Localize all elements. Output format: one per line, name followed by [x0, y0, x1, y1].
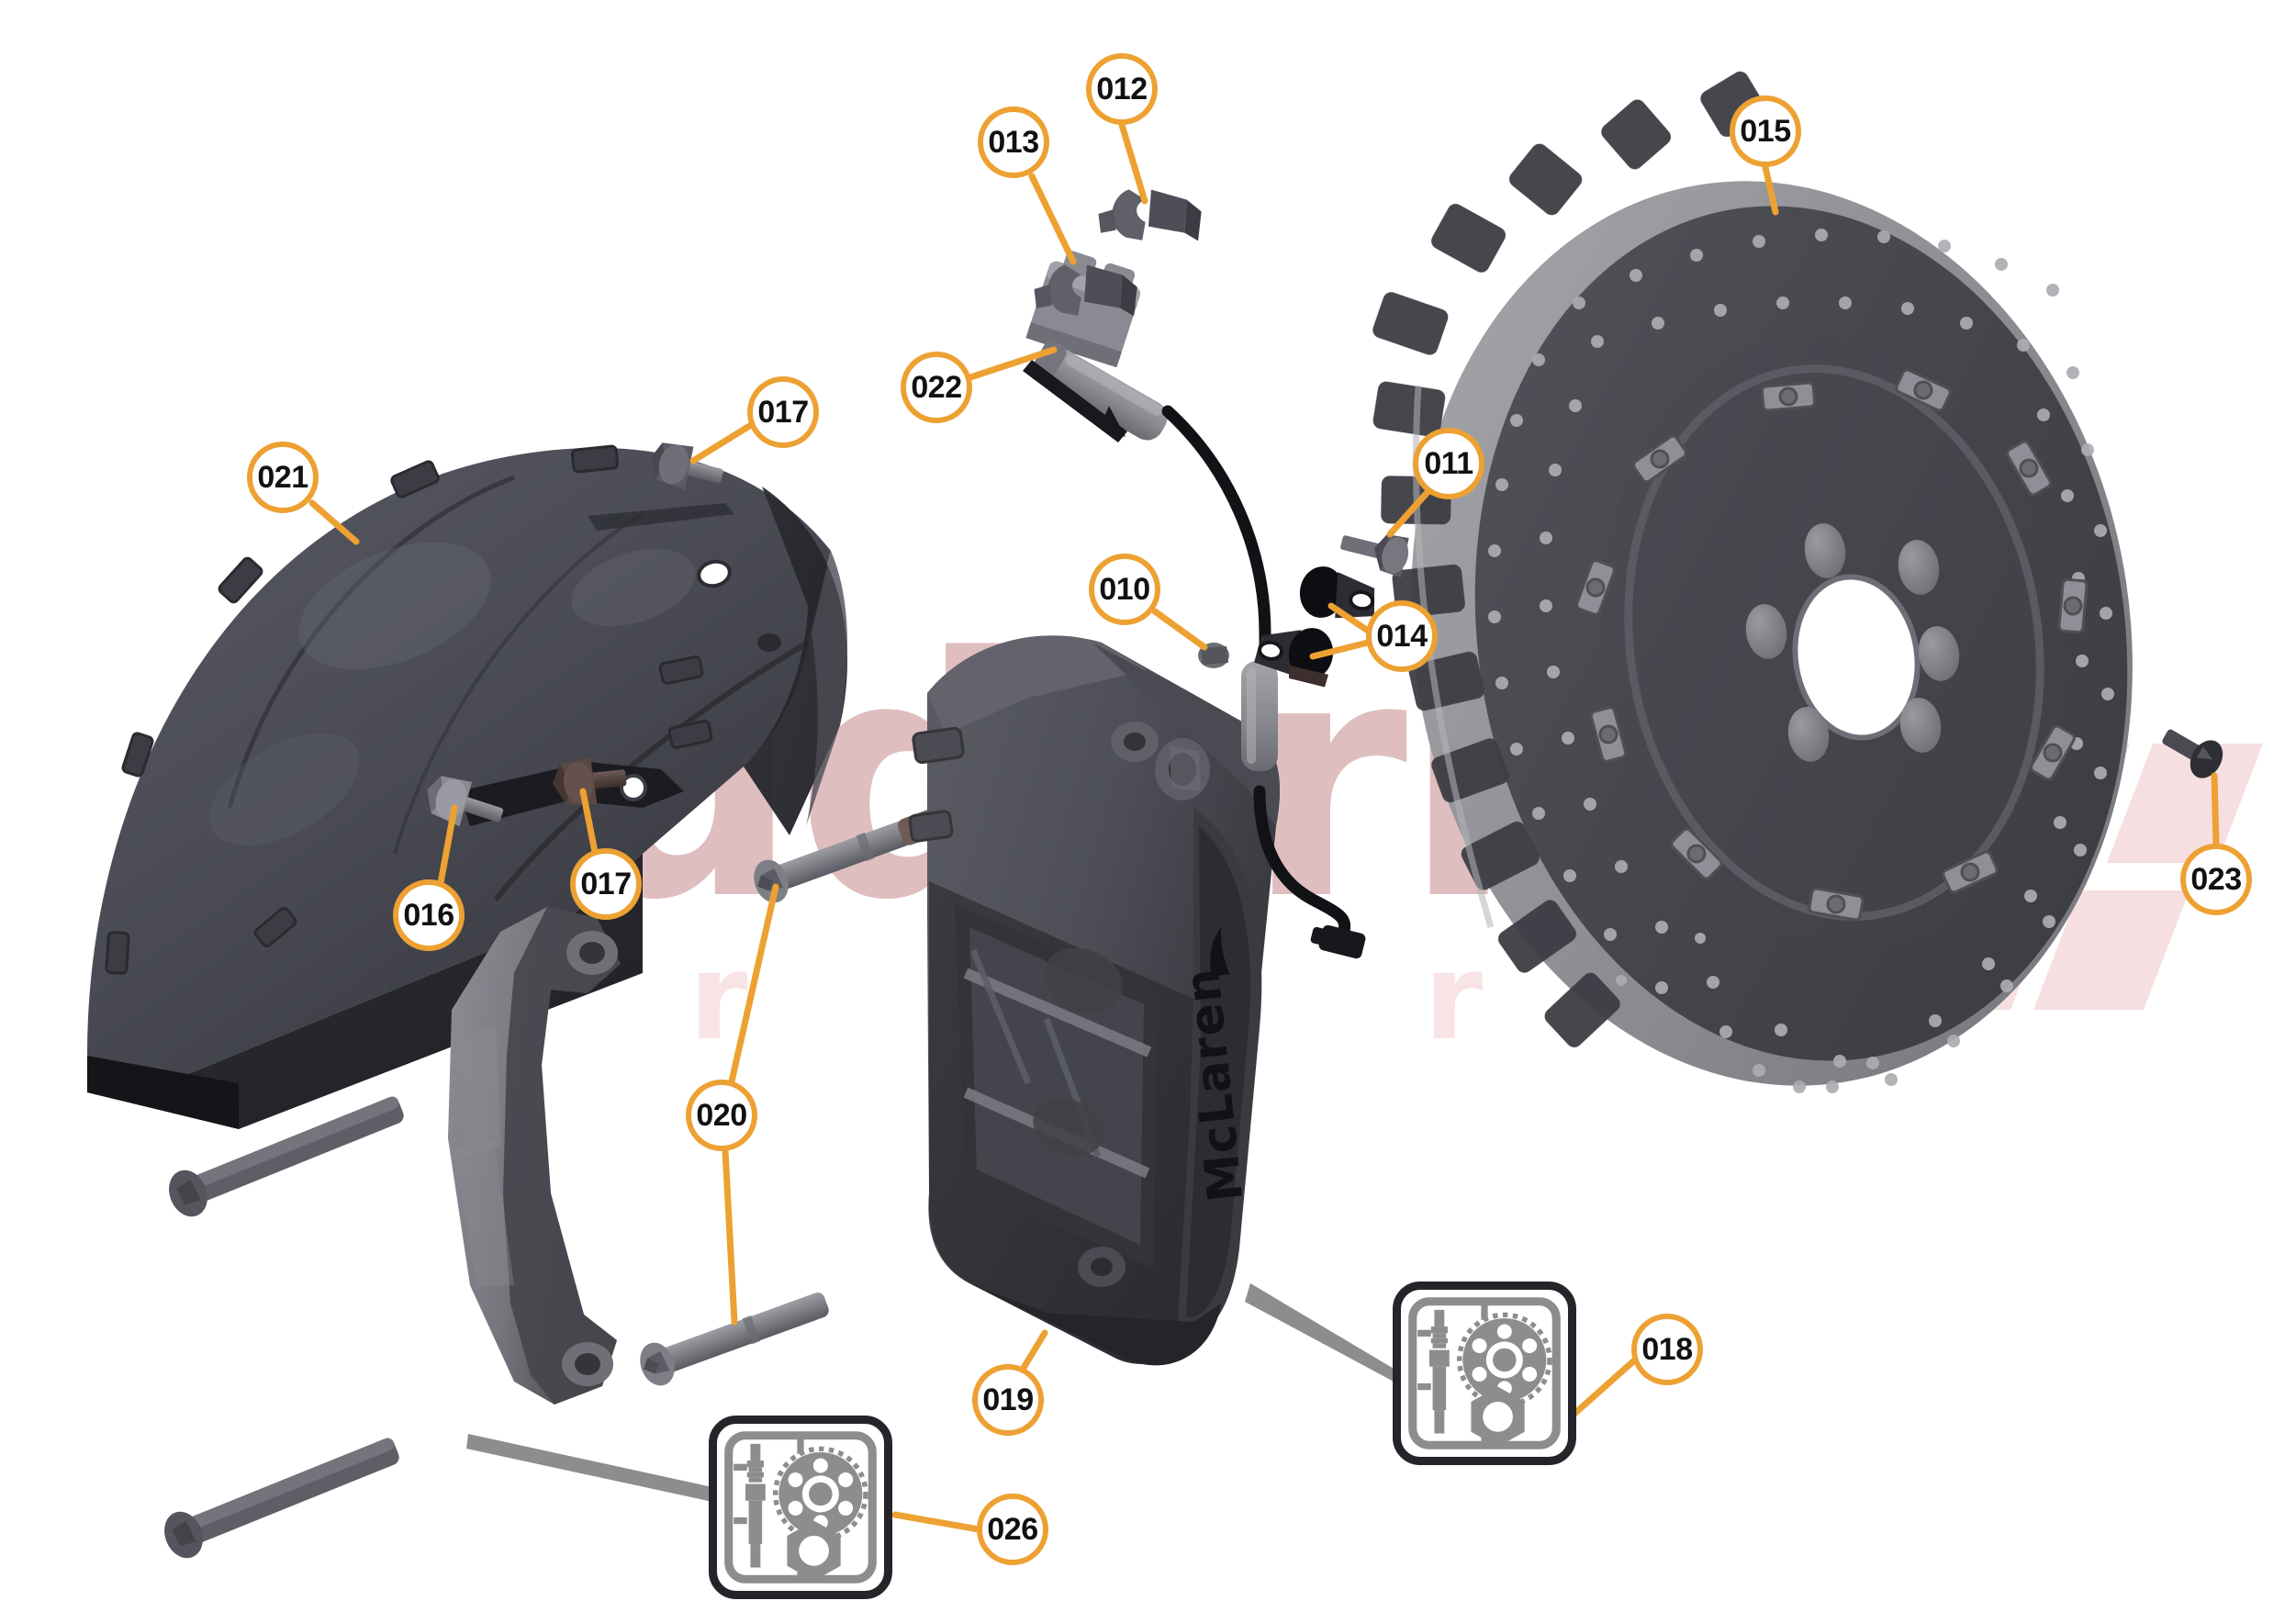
part-caliper-carrier-bracket[interactable]	[448, 907, 621, 1405]
part-sensor-clip-lower[interactable]	[1031, 257, 1141, 326]
callout-014[interactable]: 014	[1366, 600, 1438, 672]
callout-012[interactable]: 012	[1086, 53, 1158, 125]
callout-020[interactable]: 020	[686, 1080, 757, 1151]
callout-017[interactable]: 017	[747, 376, 819, 448]
part-brake-caliper[interactable]: McLaren	[908, 635, 1281, 1366]
callout-018[interactable]: 018	[1631, 1314, 1703, 1385]
disc-mount-bobbins	[1575, 368, 2089, 922]
part-shield-bolt-lower[interactable]	[420, 769, 509, 837]
part-brake-disc[interactable]	[1319, 65, 2196, 1138]
part-sensor-bracket-bolt[interactable]	[1337, 522, 1412, 578]
callout-026[interactable]: 026	[977, 1494, 1048, 1565]
part-guide-pin-upper[interactable]	[162, 1085, 410, 1222]
callout-011[interactable]: 011	[1413, 428, 1484, 499]
callout-013[interactable]: 013	[978, 106, 1049, 178]
callout-022[interactable]: 022	[901, 352, 972, 423]
callout-010[interactable]: 010	[1089, 554, 1160, 625]
parts-kit-icon	[1408, 1297, 1561, 1450]
callout-019[interactable]: 019	[972, 1364, 1044, 1436]
callout-016[interactable]: 016	[393, 879, 465, 951]
part-caliper-mounting-bolt-lower[interactable]	[634, 1282, 834, 1390]
kit-badge-018[interactable]	[1393, 1282, 1576, 1465]
callout-023[interactable]: 023	[2180, 844, 2252, 915]
part-disc-retaining-screw[interactable]	[2155, 718, 2229, 784]
kit-badge-026[interactable]	[709, 1416, 892, 1599]
callout-017-b[interactable]: 017	[570, 848, 642, 920]
part-guide-pin-lower[interactable]	[158, 1427, 406, 1563]
part-brake-dust-shield[interactable]	[87, 444, 848, 1129]
kit-pointer-lines	[466, 1283, 1395, 1502]
callout-015[interactable]: 015	[1730, 95, 1801, 167]
parts-kit-icon	[724, 1431, 877, 1584]
callout-021[interactable]: 021	[247, 442, 319, 513]
part-shield-bolt-upper[interactable]	[645, 437, 727, 498]
